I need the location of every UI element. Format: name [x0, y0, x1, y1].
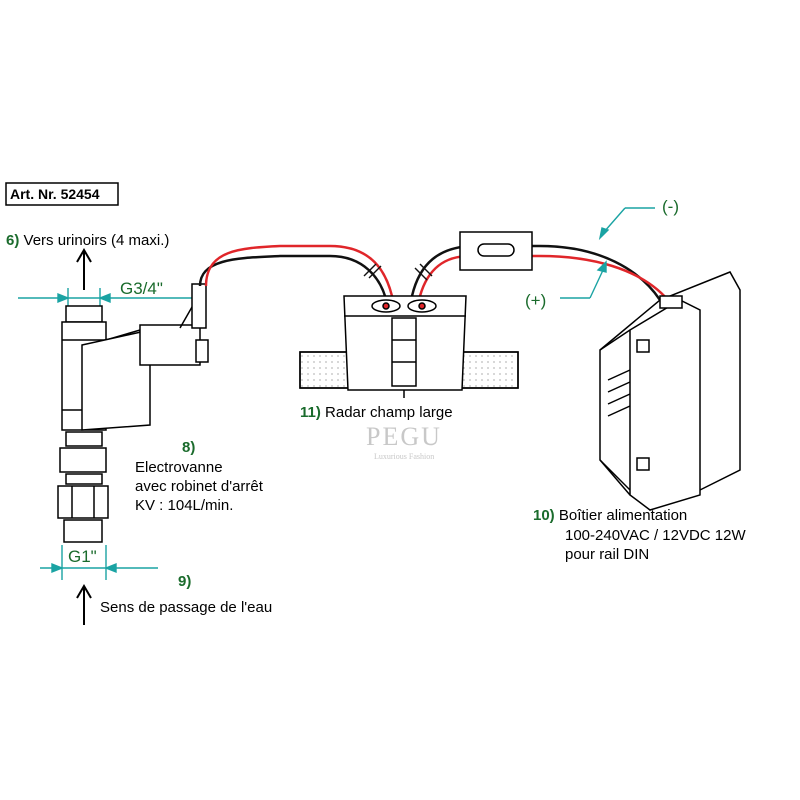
item-11-text: Radar champ large: [325, 404, 453, 421]
cable-break-marks: [363, 263, 433, 281]
wire-radar-power: [410, 244, 669, 301]
flow-up-arrow: [76, 248, 92, 290]
dimension-g34: [18, 288, 195, 318]
item-10-number: 10): [533, 507, 555, 524]
item-6-text: Vers urinoirs (4 maxi.): [23, 232, 170, 249]
item-8-line-3: KV : 104L/min.: [135, 497, 234, 514]
watermark-tagline: Luxurious Fashion: [374, 452, 435, 461]
watermark-brand: PEGU: [366, 422, 442, 451]
dimension-g1: [40, 545, 158, 580]
item-10-line-3: pour rail DIN: [565, 546, 650, 563]
label-item-6: 6) Vers urinoirs (4 maxi.): [6, 232, 169, 249]
polarity-pointers: [560, 207, 655, 299]
water-flow-arrow: [76, 584, 92, 625]
item-8-line-2: avec robinet d'arrêt: [135, 478, 263, 495]
item-10-line-1: Boîtier alimentation: [558, 507, 688, 524]
item-6-number: 6): [6, 232, 20, 249]
label-item-11: 11) Radar champ large: [300, 404, 453, 421]
cable-connector: [459, 231, 533, 271]
article-number: Art. Nr. 52454: [10, 186, 100, 202]
radar-sensor: [299, 295, 519, 398]
article-box: [5, 182, 119, 206]
solenoid-valve: [57, 283, 209, 543]
wire-valve-radar: [198, 244, 394, 297]
item-10-line-2: 100-240VAC / 12VDC 12W: [565, 527, 746, 544]
dimension-g1-label: G1": [68, 547, 97, 566]
power-supply: [599, 271, 741, 511]
polarity-positive: (+): [525, 291, 547, 310]
item-11-number: 11): [300, 404, 321, 421]
item-9-text: Sens de passage de l'eau: [100, 599, 273, 616]
dimension-g34-label: G3/4": [120, 279, 163, 298]
item-8-number: 8): [182, 439, 196, 456]
item-8-line-1: Electrovanne: [135, 459, 223, 476]
item-9-number: 9): [178, 573, 192, 590]
label-item-10: 10) Boîtier alimentation: [533, 507, 687, 524]
polarity-negative: (-): [662, 197, 679, 216]
